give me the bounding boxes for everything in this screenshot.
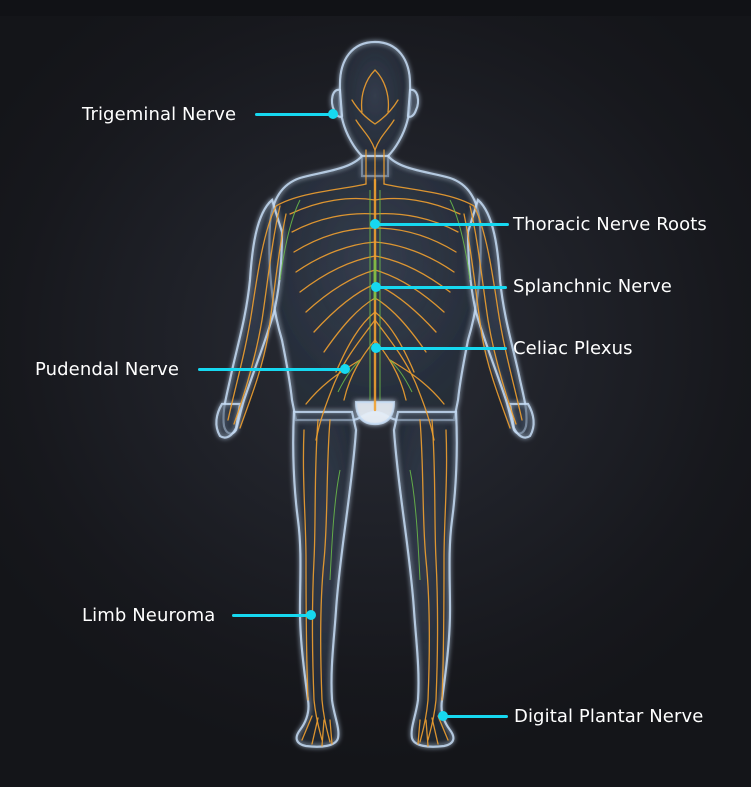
label-limb-neuroma: Limb Neuroma	[82, 605, 216, 626]
leader-line-limb-neuroma	[232, 614, 311, 617]
leader-line-celiac	[376, 347, 507, 350]
label-thoracic-nerve-roots: Thoracic Nerve Roots	[513, 214, 707, 235]
marker-dot-trigeminal	[328, 109, 338, 119]
label-celiac-plexus: Celiac Plexus	[513, 338, 633, 359]
leader-line-splanchnic	[376, 286, 507, 289]
label-pudendal-nerve: Pudendal Nerve	[35, 359, 180, 380]
leader-line-thoracic	[375, 223, 509, 226]
label-digital-plantar-nerve: Digital Plantar Nerve	[514, 706, 704, 727]
label-trigeminal-nerve: Trigeminal Nerve	[82, 104, 237, 125]
leader-line-trigeminal	[255, 113, 333, 116]
marker-dot-pudendal	[340, 364, 350, 374]
peripheral-nerves	[227, 69, 523, 747]
label-splanchnic-nerve: Splanchnic Nerve	[513, 276, 672, 297]
leader-line-pudendal	[198, 368, 345, 371]
marker-dot-limb-neuroma	[306, 610, 316, 620]
leader-line-digital-plantar	[443, 715, 508, 718]
